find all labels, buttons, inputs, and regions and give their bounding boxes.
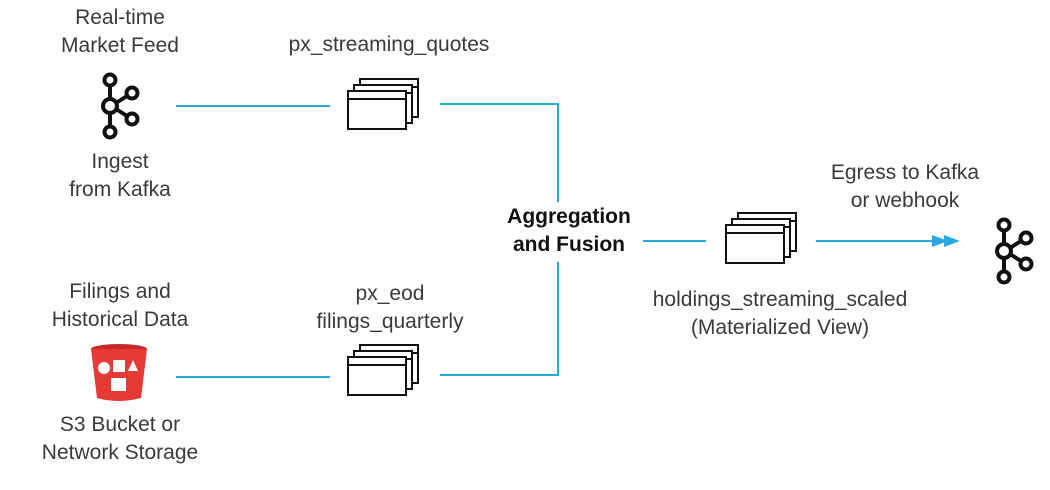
- realtime-title-line2: Market Feed: [61, 34, 179, 57]
- historical-caption-line1: S3 Bucket or: [59, 413, 181, 436]
- realtime-caption-line1: Ingest: [91, 150, 149, 173]
- historical-title-line2: Historical Data: [51, 308, 189, 331]
- realtime-caption-line2: from Kafka: [69, 178, 171, 201]
- realtime-source-caption: Ingest from Kafka: [20, 148, 220, 204]
- realtime-title-line1: Real-time: [75, 6, 165, 29]
- historical-caption-line2: Network Storage: [41, 441, 199, 464]
- materialized-view-label: holdings_streaming_scaled (Materialized …: [630, 286, 930, 342]
- view-label-line1: holdings_streaming_scaled: [652, 288, 908, 311]
- connector-quotes-to-aggregation: [440, 103, 559, 202]
- view-label-line2: (Materialized View): [690, 316, 870, 339]
- egress-label-line1: Egress to Kafka: [830, 161, 980, 184]
- egress-arrowhead: [932, 235, 960, 247]
- historical-source-title: Filings and Historical Data: [10, 278, 230, 334]
- table-icon-quotes: [347, 78, 419, 130]
- eod-table-label: px_eod filings_quarterly: [290, 280, 490, 336]
- eod-label-line2: filings_quarterly: [316, 310, 464, 333]
- historical-source-caption: S3 Bucket or Network Storage: [10, 411, 230, 467]
- realtime-source-title: Real-time Market Feed: [20, 4, 220, 60]
- materialized-view-icon: [725, 212, 797, 264]
- connector-lines: [176, 103, 935, 378]
- egress-label: Egress to Kafka or webhook: [800, 159, 1010, 215]
- aggregation-line1: Aggregation: [507, 205, 631, 228]
- connector-eod-to-aggregation: [440, 262, 559, 376]
- table-icon-eod: [347, 344, 419, 396]
- streaming-quotes-label-text: px_streaming_quotes: [288, 33, 490, 56]
- kafka-icon: [995, 217, 1034, 285]
- eod-label-line1: px_eod: [355, 282, 425, 305]
- s3-bucket-icon: [91, 344, 147, 401]
- egress-label-line2: or webhook: [850, 189, 960, 212]
- aggregation-line2: and Fusion: [513, 233, 625, 256]
- historical-title-line1: Filings and: [69, 280, 171, 303]
- aggregation-fusion-label: Aggregation and Fusion: [484, 203, 654, 259]
- streaming-quotes-label: px_streaming_quotes: [264, 31, 514, 59]
- kafka-icon: [101, 72, 140, 140]
